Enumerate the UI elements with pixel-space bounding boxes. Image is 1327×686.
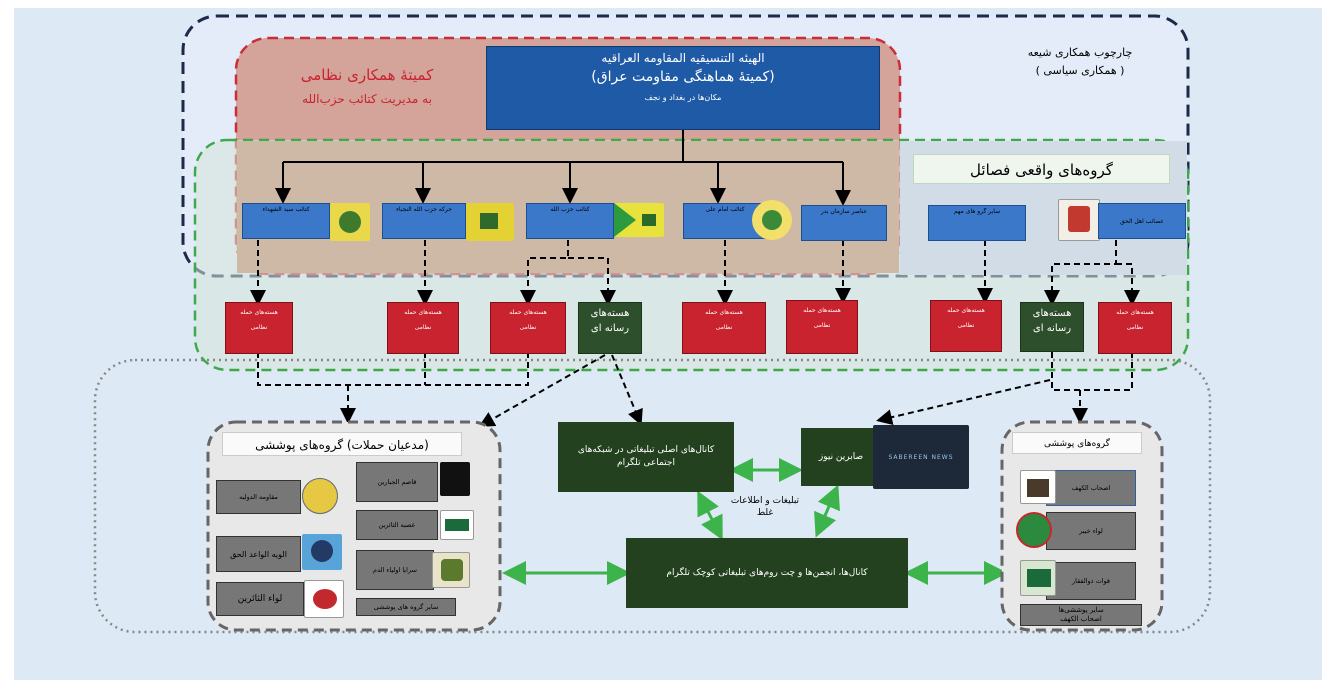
sabereen-news-logo: SABEREEN NEWS: [873, 425, 969, 489]
dash-faction-7-cell-b: [1116, 263, 1140, 306]
cell-text-6b: نظامی: [957, 322, 975, 329]
media-text-2b: رسانه ای: [1032, 323, 1072, 334]
cell-text-2b: نظامی: [414, 324, 432, 331]
dash-media-to-cover: [478, 354, 606, 427]
military-cell-1: هسته‌های حمله نظامی: [225, 302, 293, 354]
cell-text-3: هسته‌های حمله: [509, 309, 547, 316]
cover-left-item-2: قاصم الجبارین: [356, 462, 438, 502]
small-channels-box: کانال‌ها، انجمن‌ها و چت روم‌های تبلیغاتی…: [626, 538, 908, 608]
arrow-sabereen-small: [814, 484, 840, 538]
dash-media-to-main: [611, 354, 643, 426]
dash-faction-3-cell-a: [520, 240, 569, 306]
faction-box-6: سایر گرو های مهم: [928, 205, 1026, 241]
nujaba-logo: [466, 203, 514, 241]
main-channels-text: کانال‌های اصلی تبلیغاتی در شبکه‌های اجتم…: [577, 445, 715, 468]
cover-left-item-1: مقاومه الدولیه: [216, 480, 301, 514]
shia-framework-subtitle: ( همکاری سیاسی ): [1035, 64, 1125, 77]
factions-title-text: گروه‌های واقعی فصائل: [970, 161, 1113, 179]
cell-text-4b: نظامی: [715, 324, 733, 331]
arrow-main-small: [697, 490, 723, 541]
faction-box-7: عصائب اهل الحق: [1098, 203, 1186, 239]
media-text-1b: رسانه ای: [590, 323, 630, 334]
media-text-1: هسته‌های: [590, 308, 630, 319]
cover-right-item-3: قوات ذوالفقار: [1046, 562, 1136, 600]
cell-text-7: هسته‌های حمله: [1116, 309, 1154, 316]
fist-logo: [440, 462, 470, 496]
cover-left-item-5: سرایا اولیاء الدم: [356, 550, 434, 590]
cover-left-item-7: سایر گروه های پوششی: [356, 598, 456, 616]
rifle-logo: [440, 510, 474, 540]
media-cell-1: هسته‌های رسانه ای: [578, 302, 642, 354]
hq-title-fa: (کمیتهٔ هماهنگی مقاومت عراق): [591, 69, 775, 85]
cover-right-title: گروه‌های پوششی: [1012, 432, 1142, 454]
cell-text-1: هسته‌های حمله: [240, 309, 278, 316]
faction-box-3: کتائب حزب الله: [526, 203, 614, 239]
misinfo-label: تبلیغات و اطلاعات غلط: [710, 495, 820, 519]
military-cell-5: هسته‌های حمله نظامی: [786, 300, 858, 354]
factions-title: گروه‌های واقعی فصائل: [913, 154, 1170, 184]
hq-title-ar: الهیئه التنسیقیه المقاومه العراقیه: [601, 51, 765, 65]
small-channels-text: کانال‌ها، انجمن‌ها و چت روم‌های تبلیغاتی…: [666, 567, 868, 578]
military-cell-3: هسته‌های حمله نظامی: [490, 302, 566, 354]
dove-logo: [304, 580, 344, 618]
military-cell-7: هسته‌های حمله نظامی: [1098, 302, 1172, 354]
cell-text-2: هسته‌های حمله: [404, 309, 442, 316]
kataib-sayyid-al-shuhada-logo: [330, 203, 370, 241]
imam-ali-logo: [752, 200, 792, 240]
cover-left-item-6: لواء الثائرین: [216, 582, 304, 616]
cell-text-4: هسته‌های حمله: [705, 309, 743, 316]
kataib-hezbollah-logo: [614, 203, 664, 237]
misinfo-line-1: تبلیغات و اطلاعات: [730, 496, 800, 506]
military-committee-title: کمیتهٔ همکاری نظامی: [300, 66, 434, 84]
flag-logo: [1016, 512, 1052, 548]
faction-box-1: کتائب سید الشهداء: [242, 203, 330, 239]
cave-logo: [1020, 470, 1056, 504]
military-cell-2: هسته‌های حمله نظامی: [387, 302, 459, 354]
misinfo-line-2: غلط: [756, 508, 774, 518]
faction-box-2: حرکه حزب الله النجباء: [382, 203, 466, 239]
bottom-dotted-frame: [93, 358, 1212, 634]
iraq-emblem-logo: [1058, 199, 1100, 241]
cover-left-title: (مدعیان حملات) گروه‌های پوششی: [222, 432, 462, 456]
cell-text-1b: نظامی: [250, 324, 268, 331]
cell-text-5b: نظامی: [813, 322, 831, 329]
sabereen-logo-text: SABEREEN NEWS: [888, 453, 954, 461]
dash-faction-3-cell-b: [568, 257, 616, 306]
military-cell-4: هسته‌های حمله نظامی: [682, 302, 766, 354]
cover-right-overflow-text: اصحاب الکهف: [1060, 615, 1102, 623]
shia-framework-title: چارچوب همکاری شیعه: [1027, 46, 1133, 59]
cell-text-7b: نظامی: [1126, 324, 1144, 331]
cover-right-item-1: اصحاب الکهف: [1046, 470, 1136, 506]
faction-box-5: عناصر سازمان بدر: [801, 205, 887, 241]
cover-left-item-4: الویه الواعد الحق: [216, 536, 301, 572]
cover-right-item-4-text: سایر پوششی‌ها: [1058, 606, 1104, 614]
sabereen-text: صابرین نیوز: [818, 451, 864, 462]
media-text-2: هسته‌های: [1032, 308, 1072, 319]
soldier-logo: [432, 552, 470, 588]
hq-box: الهیئه التنسیقیه المقاومه العراقیه (کمیت…: [486, 46, 880, 130]
sabereen-box[interactable]: صابرین نیوز: [801, 428, 881, 486]
cover-left-title-text: (مدعیان حملات) گروه‌های پوششی: [255, 438, 429, 452]
dove-logo: [302, 478, 338, 514]
tank-logo: [1020, 560, 1056, 596]
dash-media-to-sabereen: [876, 379, 1051, 426]
cell-text-3b: نظامی: [519, 324, 537, 331]
cell-text-6: هسته‌های حمله: [947, 307, 985, 314]
main-channels-box: کانال‌های اصلی تبلیغاتی در شبکه‌های اجتم…: [558, 422, 734, 492]
hq-location: مکان‌ها در بغداد و نجف: [644, 93, 722, 102]
cover-right-item-2: لواء خیبر: [1046, 512, 1136, 550]
cell-text-5: هسته‌های حمله: [803, 307, 841, 314]
dash-faction-7-cell-a: [1044, 240, 1117, 306]
military-committee-subtitle: به مدیریت کتائب حزب‌الله: [302, 92, 432, 106]
cover-left-item-3: عصبه الثائرین: [356, 510, 438, 540]
military-cell-6: هسته‌های حمله نظامی: [930, 300, 1002, 352]
media-cell-2: هسته‌های رسانه ای: [1020, 302, 1084, 352]
cover-right-title-text: گروه‌های پوششی: [1044, 439, 1110, 449]
globe-logo: [302, 534, 342, 570]
